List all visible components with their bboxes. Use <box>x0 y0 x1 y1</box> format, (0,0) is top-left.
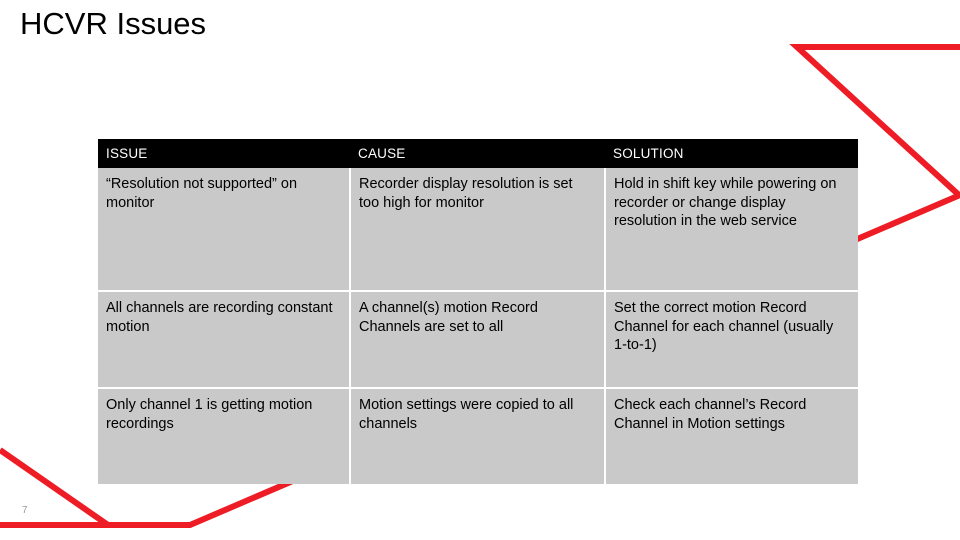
cell-issue: “Resolution not supported” on monitor <box>98 168 351 293</box>
cell-cause: A channel(s) motion Record Channels are … <box>350 291 606 390</box>
table-row: Only channel 1 is getting motion recordi… <box>98 388 858 485</box>
cell-solution: Set the correct motion Record Channel fo… <box>605 291 858 390</box>
cell-solution: Check each channel’s Record Channel in M… <box>605 388 858 485</box>
cell-issue: All channels are recording constant moti… <box>98 291 351 390</box>
table-header-row: ISSUE CAUSE SOLUTION <box>98 139 858 169</box>
column-header-solution: SOLUTION <box>605 139 858 169</box>
table-row: All channels are recording constant moti… <box>98 291 858 390</box>
cell-cause: Motion settings were copied to all chann… <box>350 388 606 485</box>
column-header-cause: CAUSE <box>350 139 605 169</box>
cell-solution: Hold in shift key while powering on reco… <box>605 168 858 293</box>
table-row: “Resolution not supported” on monitor Re… <box>98 168 858 293</box>
page-title: HCVR Issues <box>20 6 207 41</box>
issues-table: ISSUE CAUSE SOLUTION “Resolution not sup… <box>98 139 858 485</box>
cell-issue: Only channel 1 is getting motion recordi… <box>98 388 351 485</box>
cell-cause: Recorder display resolution is set too h… <box>350 168 606 293</box>
page-number: 7 <box>22 505 28 516</box>
column-header-issue: ISSUE <box>98 139 350 169</box>
